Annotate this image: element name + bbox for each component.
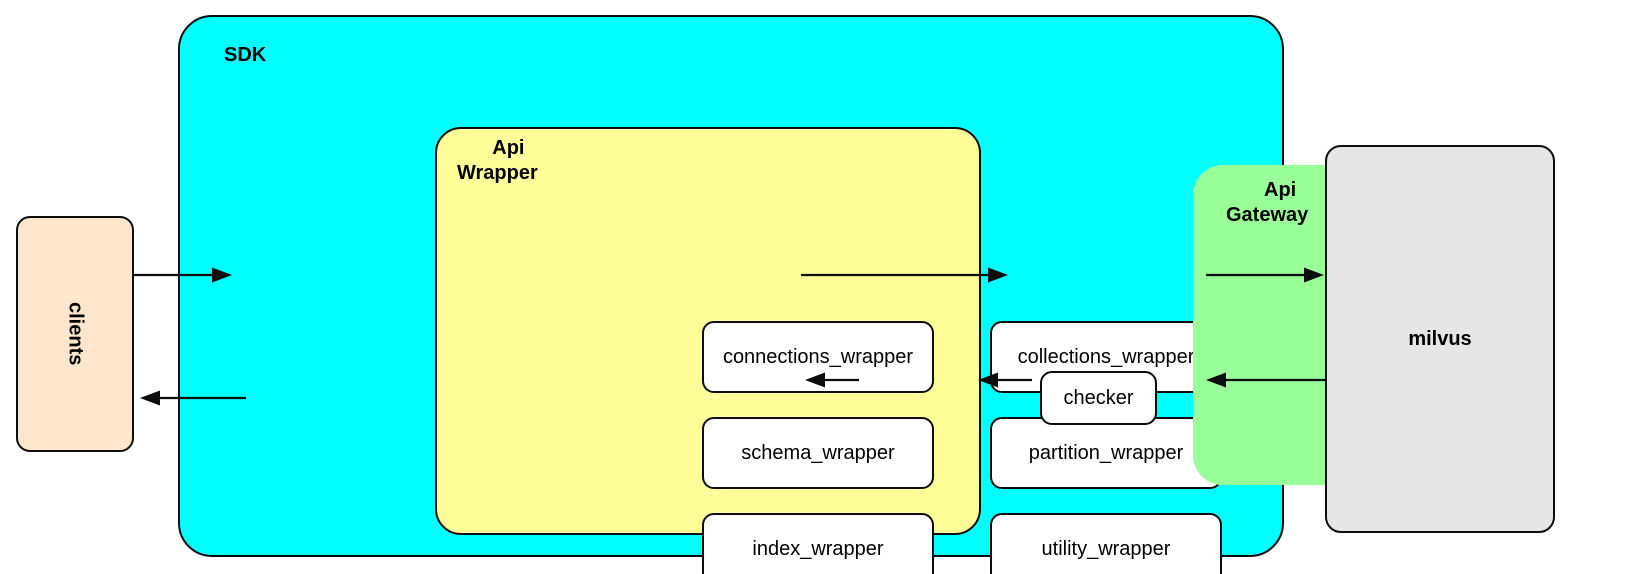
module-label: utility_wrapper bbox=[1041, 537, 1171, 560]
node-clients[interactable]: clients bbox=[16, 216, 134, 452]
arrow-wrapper-to-gateway bbox=[801, 267, 1008, 283]
group-api-wrapper[interactable]: Api Wrapper connections_wrapper collecti… bbox=[435, 127, 1222, 574]
arrow-clients-to-wrapper bbox=[134, 267, 232, 283]
module-utility-wrapper[interactable]: utility_wrapper bbox=[990, 513, 1222, 574]
group-sdk-label: SDK bbox=[224, 44, 267, 66]
node-milvus[interactable]: milvus bbox=[1325, 145, 1555, 533]
node-milvus-label: milvus bbox=[1408, 327, 1472, 350]
arrow-wrapper-to-clients bbox=[140, 390, 246, 406]
module-schema-wrapper[interactable]: schema_wrapper bbox=[702, 417, 934, 489]
module-label: index_wrapper bbox=[752, 537, 884, 560]
group-api-wrapper-label: Api Wrapper bbox=[457, 137, 538, 184]
module-label: partition_wrapper bbox=[1028, 441, 1184, 464]
arrow-gateway-to-checker bbox=[978, 372, 1032, 388]
arrow-milvus-to-gateway bbox=[1206, 372, 1325, 388]
node-checker[interactable]: checker bbox=[1040, 371, 1157, 425]
group-api-gateway-label: Api Gateway bbox=[1226, 179, 1309, 226]
module-label: schema_wrapper bbox=[741, 441, 895, 464]
module-label: collections_wrapper bbox=[1017, 345, 1195, 368]
node-clients-label: clients bbox=[64, 302, 87, 366]
module-index-wrapper[interactable]: index_wrapper bbox=[702, 513, 934, 574]
module-label: connections_wrapper bbox=[722, 345, 914, 368]
arrow-gateway-to-milvus bbox=[1206, 267, 1324, 283]
group-sdk[interactable]: SDK Api Wrapper connections_wrapper coll… bbox=[178, 15, 1417, 574]
node-checker-label: checker bbox=[1063, 386, 1134, 409]
arrow-checker-to-wrapper bbox=[805, 372, 859, 388]
